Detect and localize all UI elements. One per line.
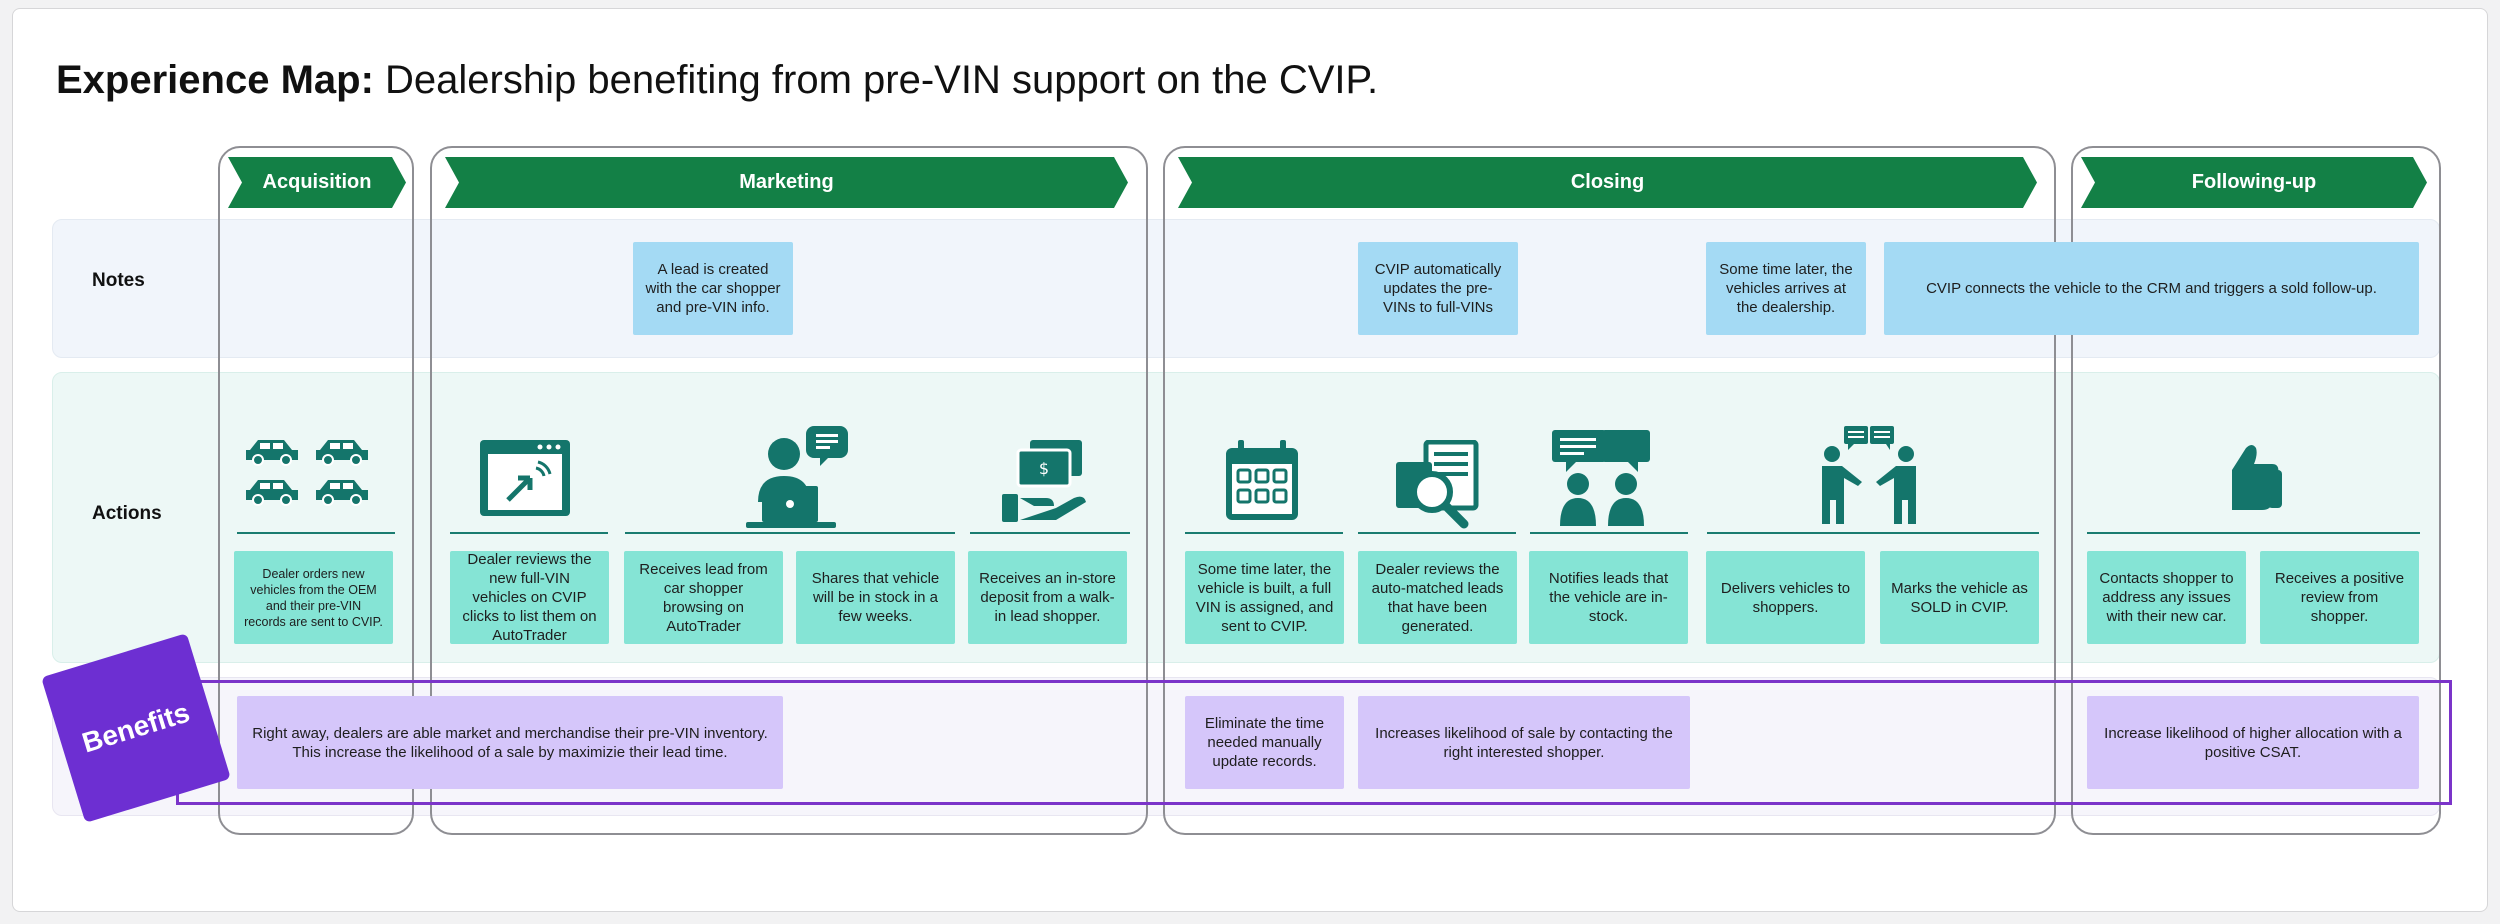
- note-lead-created: A lead is created with the car shopper a…: [633, 242, 793, 335]
- notes-lane-label: Notes: [92, 270, 145, 291]
- calendar-icon: [1224, 438, 1300, 522]
- stage-acquisition: Acquisition: [228, 157, 406, 208]
- cars-icon: [244, 430, 374, 510]
- thumbs-up-icon: [2210, 440, 2286, 516]
- document-magnifier-icon: [1392, 440, 1482, 530]
- action-notifies-leads: Notifies leads that the vehicle are in-s…: [1529, 551, 1688, 644]
- action-receives-lead: Receives lead from car shopper browsing …: [624, 551, 783, 644]
- benefit-increase-likelihood-sale: Increases likelihood of sale by contacti…: [1358, 696, 1690, 789]
- action-divider: [2087, 532, 2420, 534]
- action-divider: [450, 532, 608, 534]
- action-divider: [1358, 532, 1516, 534]
- stage-marketing: Marketing: [445, 157, 1128, 208]
- stage-box-marketing: [430, 146, 1148, 835]
- note-vehicles-arrive: Some time later, the vehicles arrives at…: [1706, 242, 1866, 335]
- action-dealer-orders: Dealer orders new vehicles from the OEM …: [234, 551, 393, 644]
- action-reviews-full-vin: Dealer reviews the new full-VIN vehicles…: [450, 551, 609, 644]
- person-laptop-chat-icon: [742, 422, 852, 532]
- page-title: Experience Map: Dealership benefiting fr…: [56, 58, 1379, 102]
- action-positive-review: Receives a positive review from shopper.: [2260, 551, 2419, 644]
- action-vehicle-built: Some time later, the vehicle is built, a…: [1185, 551, 1344, 644]
- actions-lane-label: Actions: [92, 503, 162, 524]
- action-divider: [1185, 532, 1343, 534]
- action-divider: [625, 532, 955, 534]
- action-delivers-vehicles: Delivers vehicles to shoppers.: [1706, 551, 1865, 644]
- svg-text:$: $: [1039, 459, 1049, 478]
- action-contacts-shopper: Contacts shopper to address any issues w…: [2087, 551, 2246, 644]
- action-shares-stock: Shares that vehicle will be in stock in …: [796, 551, 955, 644]
- benefit-higher-allocation: Increase likelihood of higher allocation…: [2087, 696, 2419, 789]
- benefit-eliminate-manual-updates: Eliminate the time needed manually updat…: [1185, 696, 1344, 789]
- action-divider: [1530, 532, 1688, 534]
- stage-following-up: Following-up: [2081, 157, 2427, 208]
- handshake-chat-icon: [1814, 424, 1924, 528]
- action-in-store-deposit: Receives an in-store deposit from a walk…: [968, 551, 1127, 644]
- action-reviews-matched-leads: Dealer reviews the auto-matched leads th…: [1358, 551, 1517, 644]
- action-marks-sold: Marks the vehicle as SOLD in CVIP.: [1880, 551, 2039, 644]
- stage-box-following-up: [2071, 146, 2441, 835]
- note-crm-follow-up: CVIP connects the vehicle to the CRM and…: [1884, 242, 2419, 335]
- stage-box-closing: [1163, 146, 2056, 835]
- hand-money-icon: $: [1000, 436, 1090, 526]
- people-chat-icon: [1550, 428, 1654, 528]
- stage-box-acquisition: [218, 146, 414, 835]
- note-cvip-updates: CVIP automatically updates the pre-VINs …: [1358, 242, 1518, 335]
- browser-link-icon: [478, 438, 572, 518]
- benefit-market-pre-vin: Right away, dealers are able market and …: [237, 696, 783, 789]
- action-divider: [970, 532, 1130, 534]
- stage-closing: Closing: [1178, 157, 2037, 208]
- action-divider: [237, 532, 395, 534]
- action-divider: [1707, 532, 2039, 534]
